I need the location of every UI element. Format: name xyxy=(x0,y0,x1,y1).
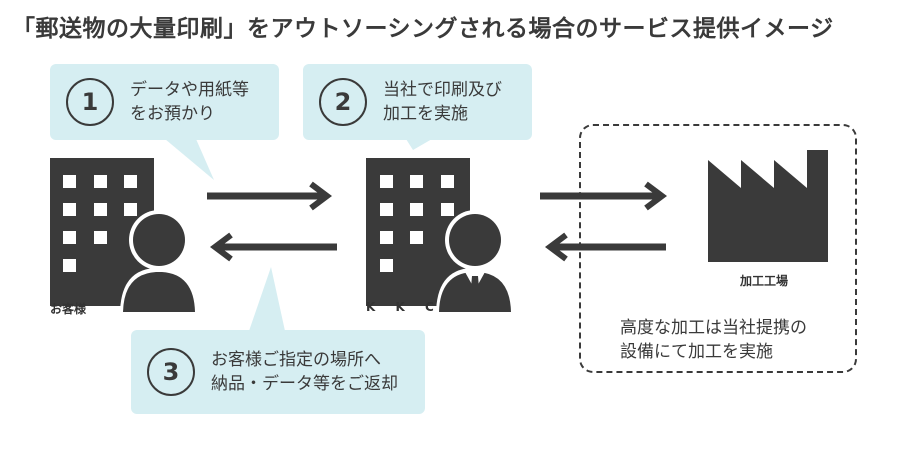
factory-note-line1: 高度な加工は当社提携の xyxy=(620,318,807,338)
step-1-line2: をお預かり xyxy=(130,104,215,124)
step-2-line1: 当社で印刷及び xyxy=(383,80,502,100)
arrow-to-kkc-icon xyxy=(207,181,332,211)
customer-label: お客様 xyxy=(50,302,87,316)
step-1-number: 1 xyxy=(66,78,114,126)
step-3-line2: 納品・データ等をご返却 xyxy=(211,374,398,394)
step-1-bubble-tail xyxy=(165,139,214,180)
factory-area xyxy=(579,124,857,373)
step-3-line1: お客様ご指定の場所へ xyxy=(211,350,381,370)
arrow-to-kkc-return-icon xyxy=(545,232,666,262)
step-1-bubble: 1 データや用紙等 をお預かり xyxy=(50,64,279,140)
page-title: 「郵送物の大量印刷」をアウトソーシングされる場合のサービス提供イメージ xyxy=(12,16,834,42)
arrow-to-factory-icon xyxy=(540,181,667,211)
step-2-bubble-tail xyxy=(406,139,432,150)
step-1-line1: データや用紙等 xyxy=(130,80,249,100)
factory-label: 加工工場 xyxy=(740,274,789,288)
factory-note-line2: 設備にて加工を実施 xyxy=(620,342,773,362)
step-3-bubble: 3 お客様ご指定の場所へ 納品・データ等をご返却 xyxy=(131,330,425,414)
step-3-number: 3 xyxy=(147,348,195,396)
arrow-to-customer-icon xyxy=(210,232,337,262)
factory-note: 高度な加工は当社提携の 設備にて加工を実施 xyxy=(620,316,807,364)
kkc-staff-icon xyxy=(436,210,514,315)
step-2-line2: 加工を実施 xyxy=(383,104,468,124)
step-2-number: 2 xyxy=(319,78,367,126)
factory-icon xyxy=(708,150,828,262)
step-2-bubble: 2 当社で印刷及び 加工を実施 xyxy=(303,64,532,140)
customer-person-icon xyxy=(120,210,198,315)
kkc-label: K K C xyxy=(366,300,442,314)
step-3-bubble-tail xyxy=(249,267,285,331)
